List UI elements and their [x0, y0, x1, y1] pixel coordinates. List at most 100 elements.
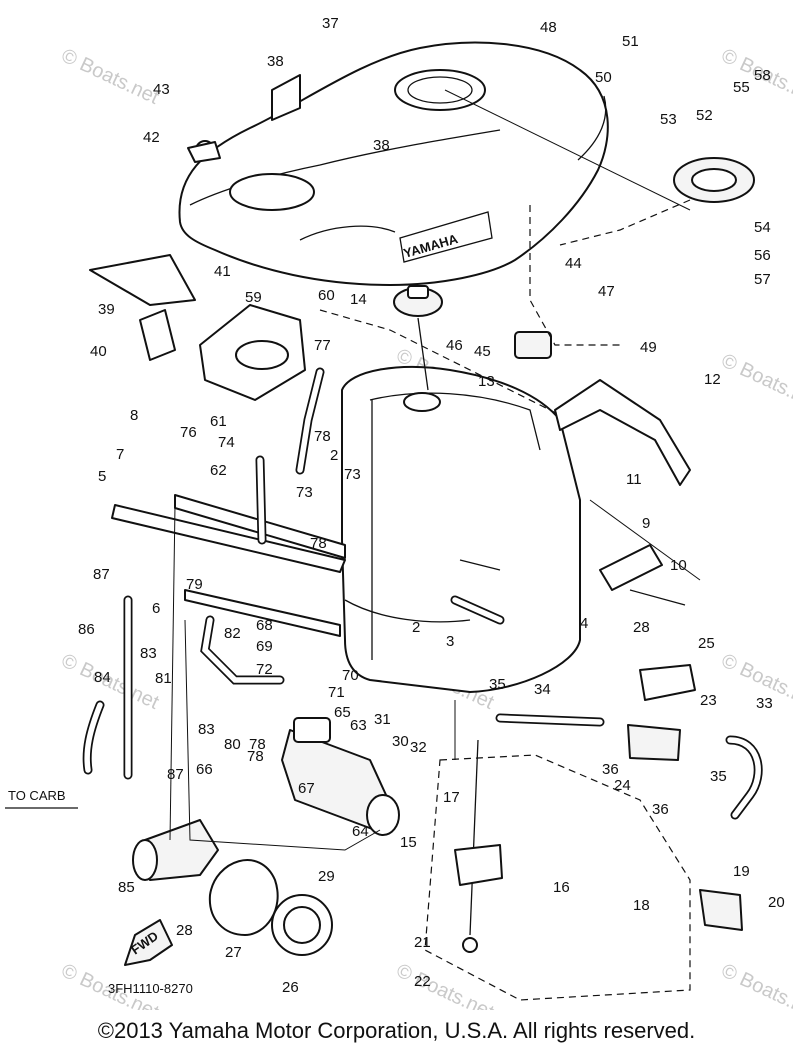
callout-57: 57	[754, 271, 771, 288]
callout-24: 24	[614, 777, 631, 794]
callout-21: 21	[414, 934, 431, 951]
callout-49: 49	[640, 339, 657, 356]
callout-38: 38	[373, 137, 390, 154]
callout-79: 79	[186, 576, 203, 593]
fuel-tank	[341, 365, 581, 693]
callout-52: 52	[696, 107, 713, 124]
callout-29: 29	[318, 868, 335, 885]
callout-36: 36	[602, 761, 619, 778]
callout-3: 3	[446, 633, 454, 650]
callout-78: 78	[310, 535, 327, 552]
callout-8: 8	[130, 407, 138, 424]
fuel-cock-17	[454, 739, 503, 953]
air-duct-59	[199, 304, 306, 401]
callout-43: 43	[153, 81, 170, 98]
callout-5: 5	[98, 468, 106, 485]
fuel-pump-63	[281, 717, 400, 836]
pipe-9-10	[599, 544, 686, 606]
callout-44: 44	[565, 255, 582, 272]
callout-9: 9	[642, 515, 650, 532]
callout-77: 77	[314, 337, 331, 354]
callout-17: 17	[443, 789, 460, 806]
callout-55: 55	[733, 79, 750, 96]
callout-82: 82	[224, 625, 241, 642]
callout-61: 61	[210, 413, 227, 430]
callout-34: 34	[534, 681, 551, 698]
watermark: © Boats.net	[718, 960, 793, 1010]
callout-36: 36	[652, 801, 669, 818]
band-27	[208, 859, 279, 936]
callout-80: 80	[224, 736, 241, 753]
callout-81: 81	[155, 670, 172, 687]
callout-22: 22	[414, 973, 431, 990]
gear-26	[271, 894, 333, 956]
callout-16: 16	[553, 879, 570, 896]
callout-14: 14	[350, 291, 367, 308]
callout-68: 68	[256, 617, 273, 634]
callout-42: 42	[143, 129, 160, 146]
callout-63: 63	[350, 717, 367, 734]
callout-78: 78	[247, 748, 264, 765]
callout-40: 40	[90, 343, 107, 360]
callout-73: 73	[296, 484, 313, 501]
callout-12: 12	[704, 371, 721, 388]
watermark: © Boats.net	[718, 350, 793, 414]
callout-18: 18	[633, 897, 650, 914]
callout-37: 37	[322, 15, 339, 32]
callout-13: 13	[478, 373, 495, 390]
callout-11: 11	[626, 471, 642, 488]
watermark: © Boats.net	[393, 960, 498, 1010]
callout-73: 73	[344, 466, 361, 483]
callout-15: 15	[400, 834, 417, 851]
callout-87: 87	[93, 566, 110, 583]
callout-2: 2	[412, 619, 420, 636]
callout-39: 39	[98, 301, 115, 318]
tank-cover: YAMAHA	[178, 41, 609, 286]
to-carb-label: TO CARB	[8, 788, 66, 803]
callout-72: 72	[256, 661, 273, 678]
fuel-cap-14	[393, 285, 443, 391]
callout-6: 6	[152, 600, 160, 617]
callout-35: 35	[489, 676, 506, 693]
tank-bracket-11	[554, 379, 691, 486]
callout-46: 46	[446, 337, 463, 354]
callout-66: 66	[196, 761, 213, 778]
mount-bracket-39-40	[89, 140, 221, 361]
callout-84: 84	[94, 669, 111, 686]
callout-59: 59	[245, 289, 262, 306]
bracket-13	[514, 331, 552, 359]
callout-10: 10	[670, 557, 687, 574]
callout-35: 35	[710, 768, 727, 785]
callout-70: 70	[342, 667, 359, 684]
fuel-tank-exploded-diagram: © Boats.net © Boats.net © Boats.net © Bo…	[5, 15, 793, 1010]
callout-78: 78	[314, 428, 331, 445]
guide-lines	[169, 205, 701, 851]
callout-53: 53	[660, 111, 677, 128]
drawing-code: 3FH1110-8270	[108, 981, 193, 996]
callout-83: 83	[198, 721, 215, 738]
callout-51: 51	[622, 33, 639, 50]
watermark: © Boats.net	[58, 45, 163, 109]
hose-fitting-25	[639, 664, 696, 701]
callout-19: 19	[733, 863, 750, 880]
callout-47: 47	[598, 283, 615, 300]
callout-2: 2	[330, 447, 338, 464]
callout-27: 27	[225, 944, 242, 961]
callout-30: 30	[392, 733, 409, 750]
callout-32: 32	[410, 739, 427, 756]
callout-69: 69	[256, 638, 273, 655]
callout-7: 7	[116, 446, 124, 463]
callout-28: 28	[633, 619, 650, 636]
callout-45: 45	[474, 343, 491, 360]
filter-23	[627, 724, 681, 761]
filler-ring-52	[673, 157, 755, 203]
callout-60: 60	[318, 287, 335, 304]
callout-56: 56	[754, 247, 771, 264]
callout-74: 74	[218, 434, 235, 451]
copyright-notice: ©2013 Yamaha Motor Corporation, U.S.A. A…	[97, 1018, 696, 1043]
callout-62: 62	[210, 462, 227, 479]
callout-71: 71	[328, 684, 345, 701]
callout-83: 83	[140, 645, 157, 662]
callout-33: 33	[756, 695, 773, 712]
